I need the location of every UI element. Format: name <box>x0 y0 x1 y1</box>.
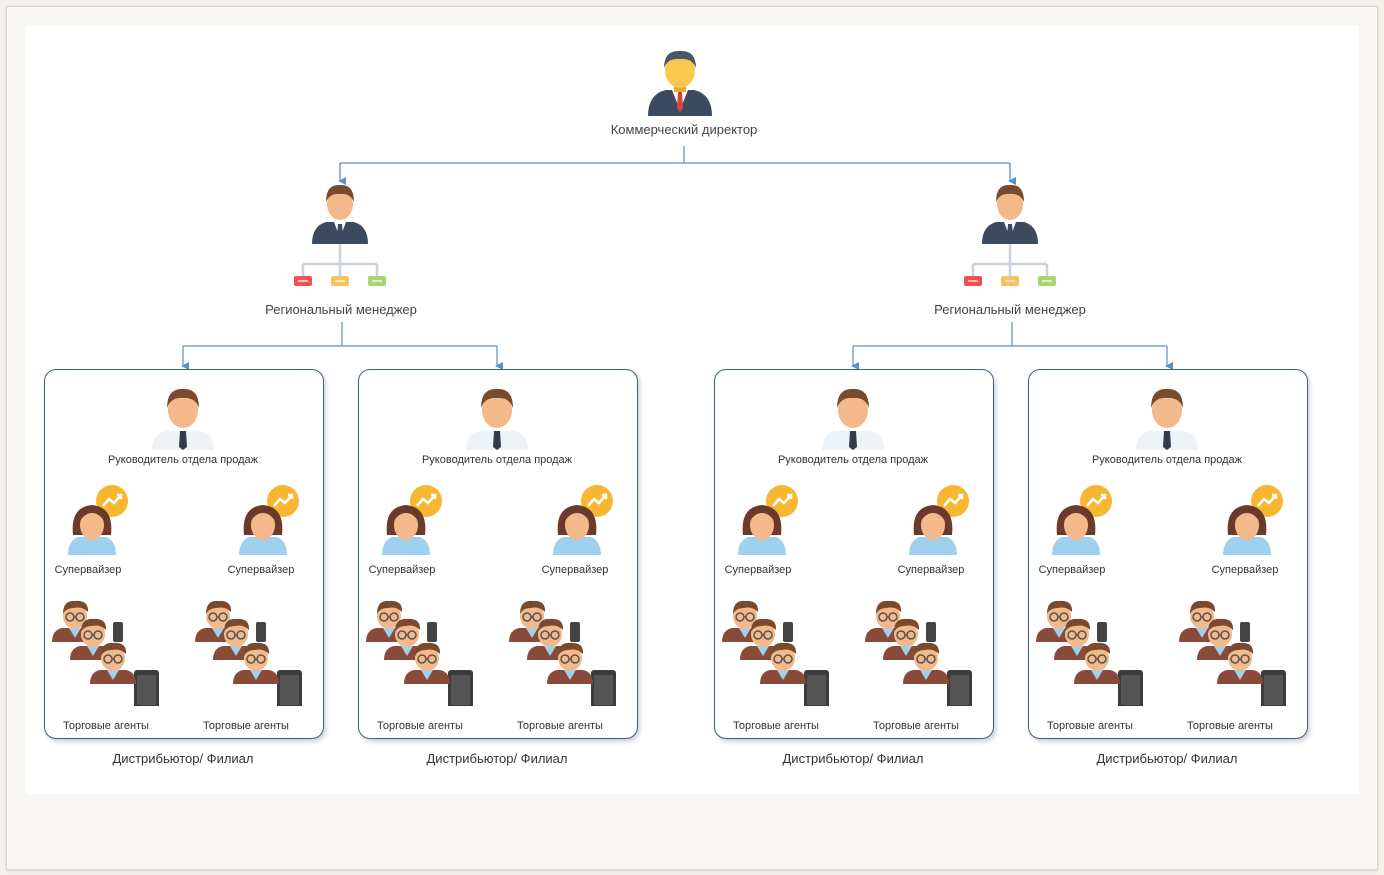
sales-agents-group-icon <box>509 598 619 712</box>
hierarchy-icon <box>294 244 386 286</box>
distributor-caption: Дистрибьютор/ Филиал <box>782 751 924 766</box>
supervisor-avatar-icon <box>237 485 303 560</box>
sales-agents-title: Торговые агенты <box>1047 720 1133 732</box>
sales-head-avatar-icon <box>1134 384 1200 455</box>
supervisor-avatar-icon <box>551 485 617 560</box>
sales-agents-title: Торговые агенты <box>203 720 289 732</box>
supervisor-avatar-icon <box>1050 485 1116 560</box>
sales-agents-title: Торговые агенты <box>873 720 959 732</box>
sales-head-title: Руководитель отдела продаж <box>777 454 929 466</box>
regional-manager-title: Региональный менеджер <box>934 302 1086 317</box>
sales-agents-group-icon <box>52 598 162 712</box>
distributor-caption: Дистрибьютор/ Филиал <box>112 751 254 766</box>
sales-head-title: Руководитель отдела продаж <box>1091 454 1243 466</box>
director-title: Коммерческий директор <box>610 122 758 137</box>
supervisor-title: Супервайзер <box>368 564 436 576</box>
sales-head-avatar-icon <box>464 384 530 455</box>
supervisor-avatar-icon <box>66 485 132 560</box>
hierarchy-icon <box>964 244 1056 286</box>
sales-head-title: Руководитель отдела продаж <box>107 454 259 466</box>
distributor-caption: Дистрибьютор/ Филиал <box>1096 751 1238 766</box>
supervisor-title: Супервайзер <box>227 564 295 576</box>
sales-head-avatar-icon <box>150 384 216 455</box>
sales-head-title: Руководитель отдела продаж <box>421 454 573 466</box>
sales-agents-title: Торговые агенты <box>1187 720 1273 732</box>
sales-head-avatar-icon <box>820 384 886 455</box>
regional-manager-icon <box>982 184 1038 244</box>
supervisor-title: Супервайзер <box>1038 564 1106 576</box>
supervisor-title: Супервайзер <box>541 564 609 576</box>
supervisor-avatar-icon <box>907 485 973 560</box>
distributor-caption: Дистрибьютор/ Филиал <box>426 751 568 766</box>
regional-manager-icon <box>310 184 370 285</box>
sales-agents-group-icon <box>865 598 975 712</box>
supervisor-avatar-icon <box>736 485 802 560</box>
sales-agents-title: Торговые агенты <box>63 720 149 732</box>
supervisor-avatar-icon <box>1221 485 1287 560</box>
sales-agents-group-icon <box>195 598 305 712</box>
supervisor-title: Супервайзер <box>1211 564 1279 576</box>
sales-agents-title: Торговые агенты <box>733 720 819 732</box>
supervisor-title: Супервайзер <box>897 564 965 576</box>
supervisor-title: Супервайзер <box>54 564 122 576</box>
sales-agents-group-icon <box>366 598 476 712</box>
sales-agents-group-icon <box>1179 598 1289 712</box>
supervisor-avatar-icon <box>380 485 446 560</box>
sales-agents-title: Торговые агенты <box>377 720 463 732</box>
sales-agents-group-icon <box>1036 598 1146 712</box>
sales-agents-title: Торговые агенты <box>517 720 603 732</box>
regional-manager-title: Региональный менеджер <box>265 302 417 317</box>
director-avatar-icon <box>648 50 712 116</box>
supervisor-title: Супервайзер <box>724 564 792 576</box>
sales-agents-group-icon <box>722 598 832 712</box>
